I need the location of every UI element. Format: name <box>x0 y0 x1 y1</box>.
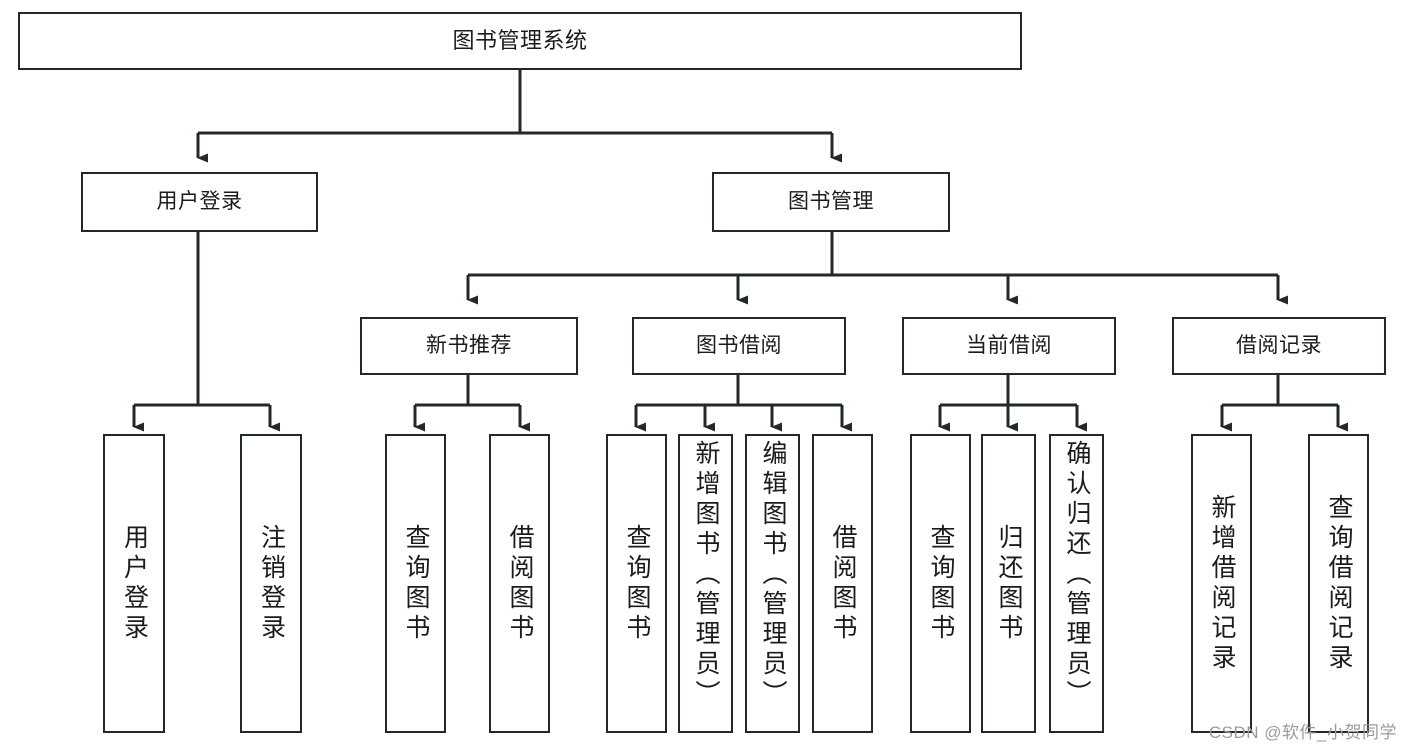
node-user-login[interactable]: 用户登录 <box>81 172 318 232</box>
node-label: 当前借阅 <box>966 333 1052 357</box>
node-book-management[interactable]: 图书管理 <box>712 172 950 232</box>
leaf-add-borrow-record[interactable]: 新增借阅记录 <box>1191 434 1252 733</box>
leaf-query-book-recommend[interactable]: 查询图书 <box>385 434 446 733</box>
node-label: 借阅图书 <box>829 523 857 644</box>
leaf-confirm-return-admin[interactable]: 确认归还（管理员） <box>1049 434 1104 733</box>
node-current-borrow[interactable]: 当前借阅 <box>902 317 1116 375</box>
node-label: 归还图书 <box>995 523 1023 644</box>
node-borrow-record[interactable]: 借阅记录 <box>1172 317 1386 375</box>
watermark-text: CSDN @软件_小贺同学 <box>1208 723 1397 742</box>
node-label: 查询图书 <box>927 523 955 644</box>
leaf-return-book[interactable]: 归还图书 <box>981 434 1036 733</box>
node-label: 新增借阅记录 <box>1208 493 1236 674</box>
leaf-query-borrow-record[interactable]: 查询借阅记录 <box>1308 434 1369 733</box>
leaf-edit-book-admin[interactable]: 编辑图书（管理员） <box>745 434 800 733</box>
node-label: 借阅记录 <box>1236 333 1322 357</box>
node-label: 查询图书 <box>402 523 430 644</box>
node-label: 注销登录 <box>257 523 286 644</box>
leaf-logout[interactable]: 注销登录 <box>240 434 302 733</box>
leaf-borrow-book[interactable]: 借阅图书 <box>812 434 873 733</box>
node-label: 图书管理 <box>788 189 874 213</box>
node-book-borrow[interactable]: 图书借阅 <box>632 317 846 375</box>
node-label: 借阅图书 <box>506 523 534 644</box>
node-label: 新书推荐 <box>426 333 512 357</box>
leaf-borrow-book-recommend[interactable]: 借阅图书 <box>489 434 550 733</box>
node-label: 图书借阅 <box>696 333 782 357</box>
node-label: 编辑图书（管理员） <box>759 440 787 710</box>
node-label: 查询借阅记录 <box>1325 493 1353 674</box>
leaf-query-book-borrow[interactable]: 查询图书 <box>606 434 667 733</box>
node-label: 图书管理系统 <box>452 28 588 54</box>
node-label: 用户登录 <box>120 523 149 644</box>
node-new-book-recommend[interactable]: 新书推荐 <box>360 317 578 375</box>
node-label: 用户登录 <box>156 189 243 213</box>
leaf-query-book-current[interactable]: 查询图书 <box>910 434 971 733</box>
node-label: 新增图书（管理员） <box>692 440 720 710</box>
node-root-system[interactable]: 图书管理系统 <box>18 12 1022 70</box>
leaf-user-login[interactable]: 用户登录 <box>103 434 165 733</box>
node-label: 查询图书 <box>623 523 651 644</box>
node-label: 确认归还（管理员） <box>1063 440 1091 710</box>
leaf-add-book-admin[interactable]: 新增图书（管理员） <box>678 434 733 733</box>
